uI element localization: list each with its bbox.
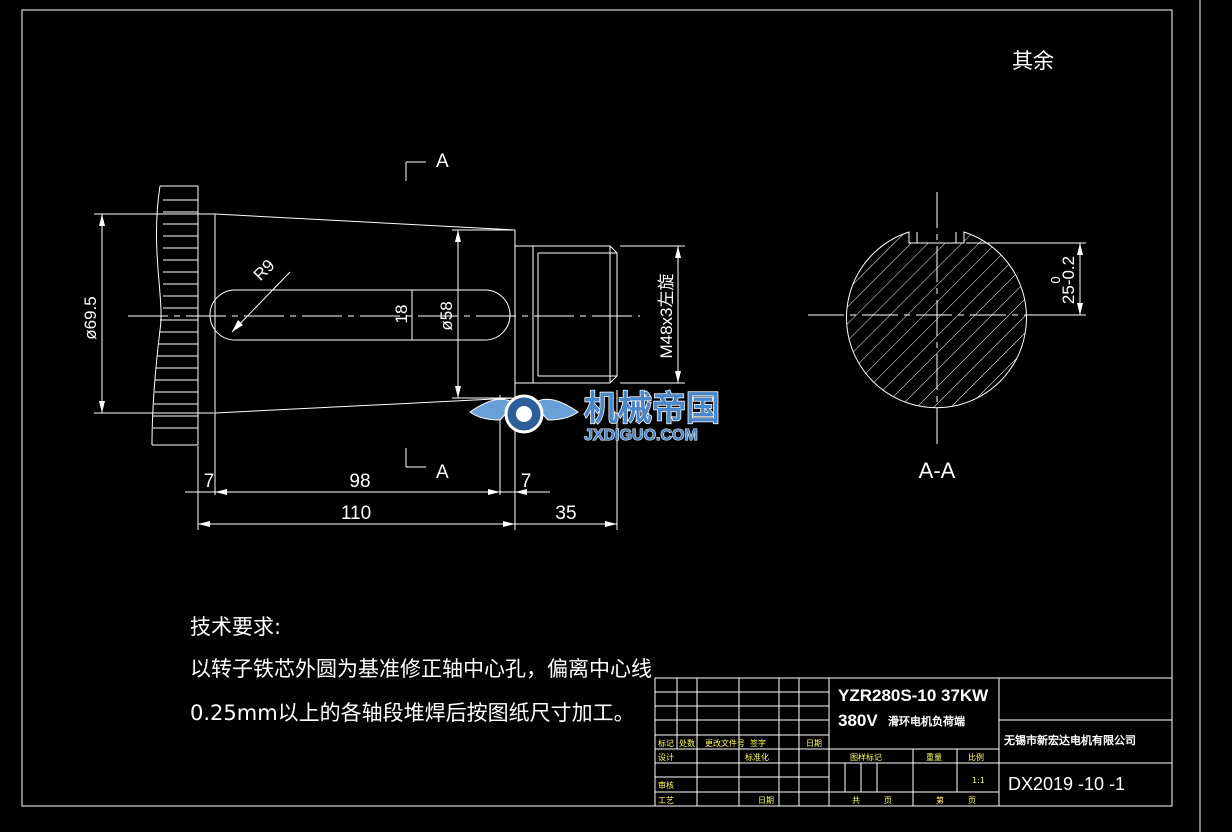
tb-desc: 滑环电机负荷端 bbox=[888, 714, 965, 728]
surface-note: 其余 bbox=[1012, 49, 1054, 73]
tb-model: YZR280S-10 37KW bbox=[838, 686, 989, 705]
tb-label-approve-date: 日期 bbox=[758, 796, 774, 805]
tb-label-stage-mark: 图样标记 bbox=[850, 752, 882, 762]
dim-7-right: 7 bbox=[521, 471, 532, 492]
tb-label-change-doc: 更改文件号 bbox=[705, 738, 745, 748]
tb-label-date: 日期 bbox=[806, 739, 822, 748]
tb-label-sign: 签字 bbox=[750, 738, 766, 748]
dim-slot-18: 18 bbox=[392, 305, 411, 324]
watermark-en: JXDIGUO.COM bbox=[584, 427, 698, 444]
dimension-lines bbox=[94, 213, 685, 530]
watermark-cn: 机械帝国 bbox=[584, 389, 720, 429]
tb-label-standard: 标准化 bbox=[745, 752, 769, 762]
tb-label-process: 工艺 bbox=[658, 796, 674, 805]
watermark-logo bbox=[469, 394, 579, 434]
title-block bbox=[654, 677, 1173, 807]
section-label: A-A bbox=[919, 458, 956, 483]
tb-label-review: 审核 bbox=[658, 780, 674, 790]
tb-label-total: 共 bbox=[852, 796, 860, 805]
section-a-a-view bbox=[808, 192, 1086, 450]
inner-frame bbox=[21, 9, 1173, 807]
section-marker-bottom bbox=[405, 448, 426, 468]
dim-98: 98 bbox=[349, 471, 370, 492]
shaft-main-view bbox=[128, 185, 640, 495]
dim-dia-69-5: ø69.5 bbox=[81, 296, 100, 339]
tb-label-sheet: 第 bbox=[936, 795, 944, 805]
dim-key-tol: 0 bbox=[1048, 276, 1063, 283]
tb-label-page: 页 bbox=[884, 796, 892, 805]
dim-7-left: 7 bbox=[204, 471, 215, 492]
tb-label-sheet-page: 页 bbox=[968, 796, 976, 805]
tb-drawing-no: DX2019 -10 -1 bbox=[1008, 774, 1125, 794]
section-marker-top bbox=[405, 161, 426, 181]
tb-label-weight: 重量 bbox=[926, 752, 942, 762]
dimension-arrows bbox=[99, 214, 681, 527]
tb-company: 无锡市新宏达电机有限公司 bbox=[1003, 733, 1136, 747]
tb-label-design: 设计 bbox=[658, 752, 674, 762]
dim-35: 35 bbox=[555, 503, 576, 524]
tech-title: 技术要求: bbox=[190, 615, 281, 639]
dim-key-depth: 25-0.2 bbox=[1059, 256, 1078, 304]
tb-scale: 1:1 bbox=[972, 776, 985, 785]
dim-110: 110 bbox=[341, 503, 371, 524]
tb-label-mark: 标记 bbox=[658, 738, 674, 748]
section-letter-bottom: A bbox=[436, 462, 449, 483]
dim-dia-58: ø58 bbox=[437, 301, 456, 330]
tech-line-1: 以转子铁芯外圆为基准修正轴中心孔，偏离中心线 bbox=[190, 657, 652, 681]
tb-voltage: 380V bbox=[838, 711, 878, 730]
dim-thread: M48x3左旋 bbox=[657, 273, 676, 358]
tb-label-ratio: 比例 bbox=[968, 752, 984, 762]
tb-label-count: 处数 bbox=[679, 738, 695, 748]
section-letter-top: A bbox=[436, 151, 449, 172]
tech-line-2: 0.25mm以上的各轴段堆焊后按图纸尺寸加工。 bbox=[190, 701, 635, 725]
dim-radius: R9 bbox=[250, 256, 279, 285]
